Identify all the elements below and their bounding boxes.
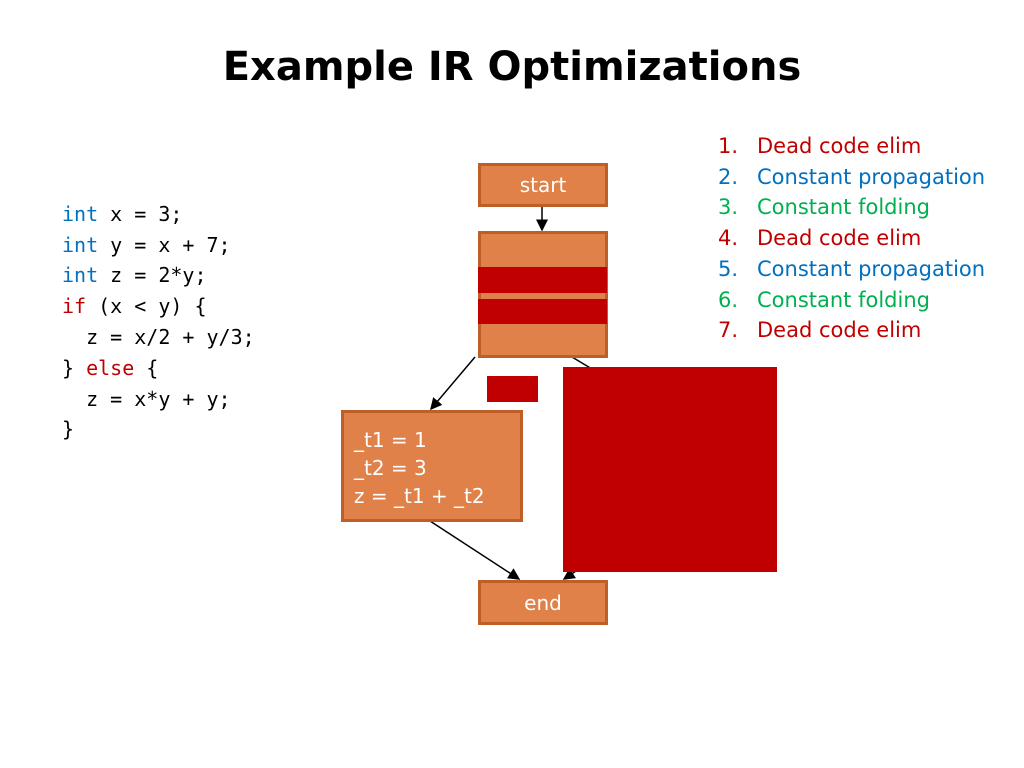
redaction-overlay [487,376,538,402]
start-block: start [478,163,608,207]
edge-left-to-end [429,520,521,580]
code-text: z = 2*y; [98,263,207,288]
step-number: 3. [718,195,739,220]
keyword: else [86,355,135,380]
code-line: if (x < y) { [62,291,255,322]
code-text: y = x + 7; [98,232,231,257]
step-item: 3. Constant folding [718,192,985,223]
step-number: 7. [718,318,739,343]
step-number: 4. [718,226,739,251]
code-line: z = x/2 + y/3; [62,322,255,353]
code-text: } [62,355,87,380]
code-line: int y = x + 7; [62,230,255,261]
code-text: (x < y) { [86,294,207,319]
end-label: end [524,590,562,615]
keyword: int [62,232,99,257]
optimization-steps: 1.Dead code elim 2.Constant propagation … [718,131,985,346]
redaction-overlay [478,299,607,324]
step-number: 5. [718,256,739,281]
code-line: z = x*y + y; [62,384,255,415]
step-item: 1. Dead code elim [718,131,985,162]
instr: _t1 = 1 [354,428,427,452]
start-label: start [519,173,567,197]
code-line: int x = 3; [62,199,255,230]
code-text: z = x*y + y; [62,386,231,411]
redaction-overlay [478,267,607,293]
code-text: x = 3; [98,201,183,226]
step-item: 6. Constant folding [718,285,985,316]
step-label: Dead code elim [757,226,922,251]
code-line: } else { [62,353,255,384]
redaction-overlay [563,367,777,572]
step-item: 7. Dead code elim [718,315,985,346]
code-text: } [62,417,75,442]
step-label: Constant propagation [757,164,986,189]
condition-block [478,231,608,358]
keyword: int [62,201,99,226]
step-item: 2. Constant propagation [718,162,985,193]
keyword: if [62,294,87,319]
code-text: { [134,355,159,380]
step-item: 5. Constant propagation [718,254,985,285]
edge-block-to-left [430,356,476,411]
code-text: z = x/2 + y/3; [62,324,255,349]
slide-title: Example IR Optimizations [222,44,802,90]
step-item: 4. Dead code elim [718,223,985,254]
step-number: 1. [718,134,739,158]
step-label: Dead code elim [757,318,922,343]
step-label: Constant folding [757,195,930,220]
keyword: int [62,263,99,288]
code-line: int z = 2*y; [62,260,255,291]
then-block: _t1 = 1 _t2 = 3 z = _t1 + _t2 [341,410,523,522]
step-label: Constant propagation [757,256,986,281]
end-block: end [478,580,608,625]
code-line: } [62,414,255,445]
source-code: int x = 3;int y = x + 7;int z = 2*y;if (… [62,168,255,476]
instr: z = _t1 + _t2 [354,484,485,508]
step-label: Dead code elim [757,134,922,158]
step-number: 6. [718,287,739,312]
step-label: Constant folding [757,287,930,312]
instr: _t2 = 3 [354,456,427,480]
step-number: 2. [718,164,739,189]
